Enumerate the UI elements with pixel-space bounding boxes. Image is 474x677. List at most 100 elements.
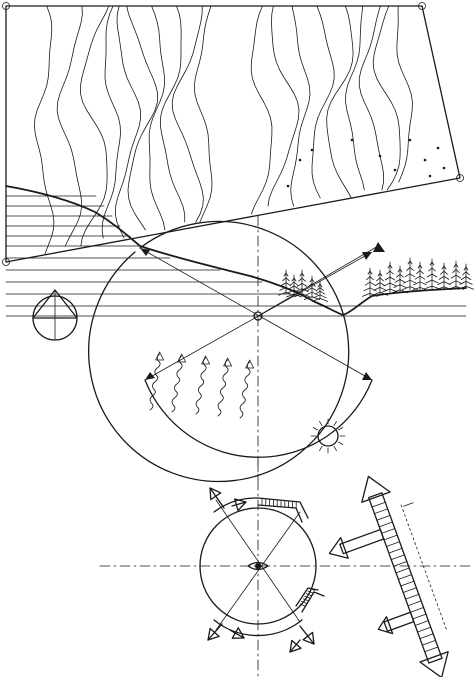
contour-line (358, 5, 384, 191)
tree-icon (458, 263, 474, 290)
vegetation-dot (393, 168, 397, 172)
arrowhead (140, 248, 150, 256)
contour-line (114, 5, 142, 239)
boundary-marker (418, 2, 426, 10)
wind-arrow (239, 361, 251, 419)
view-arrow (229, 627, 245, 639)
centre-point (253, 311, 263, 321)
wind-arrow (217, 359, 229, 417)
ladder-rung (388, 547, 403, 554)
ladder-rung (398, 574, 412, 580)
double-arrow-icon (419, 651, 449, 677)
view-arrow (231, 498, 247, 512)
vegetation-dot (442, 166, 446, 170)
ladder-rung (419, 633, 434, 639)
ladder-rung (386, 541, 401, 547)
contour-line (396, 5, 413, 183)
branch-arm (339, 528, 385, 555)
contour-line (101, 5, 121, 239)
vegetation-dot (378, 154, 382, 158)
view-arrow (299, 625, 315, 645)
vegetation-dot (408, 138, 412, 142)
boundary-marker (2, 258, 10, 266)
sun-wind-orientation (88, 215, 385, 483)
ladder-rung (421, 639, 436, 646)
ladder-rung (402, 587, 417, 593)
vegetation-dots (286, 138, 446, 188)
contour-line (372, 5, 401, 191)
vegetation-dot (298, 158, 302, 162)
contour-line (193, 5, 213, 223)
boundary-marker (2, 2, 10, 10)
branch-arrow (377, 616, 394, 635)
hatch-stroke (305, 593, 312, 596)
arrowhead (373, 242, 385, 252)
dotted-edge (400, 504, 447, 630)
tree-icon (382, 261, 398, 293)
tree-icon (278, 269, 294, 296)
ladder-rung (371, 501, 386, 508)
arrowhead (223, 357, 233, 367)
contour-line (56, 5, 83, 247)
hatch-stroke (309, 588, 316, 591)
arrowhead (177, 353, 187, 363)
tree-icon (448, 260, 464, 290)
hatched-wall (257, 497, 309, 523)
main-axis-band (368, 492, 443, 664)
view-arrows (207, 487, 315, 653)
eye-icon (247, 561, 269, 571)
hatch-stroke (307, 590, 314, 594)
contour-line (311, 5, 335, 199)
tree-icon (294, 269, 310, 298)
contour-line (267, 5, 300, 207)
tree-icon (304, 275, 320, 300)
view-arrow (289, 639, 302, 653)
tree-icon (392, 265, 408, 294)
ladder-rung (381, 528, 396, 534)
hatch-stroke (301, 601, 308, 604)
contour-line (34, 5, 55, 255)
contour-line (250, 5, 273, 215)
view-arc (213, 619, 303, 637)
hatched-wall (295, 587, 325, 613)
wind-arrow (195, 357, 207, 415)
wind-arrow (149, 353, 161, 411)
ladder-rung (407, 600, 422, 607)
vegetation-dot (428, 174, 432, 178)
tree-icon (362, 267, 378, 297)
sun-path-circle (88, 220, 350, 483)
ladder-rung (405, 593, 420, 600)
tree-icon (312, 280, 328, 302)
ladder-rung (424, 646, 439, 653)
contour-line (148, 5, 166, 231)
boundary-marker (456, 174, 464, 182)
arrowhead (362, 372, 372, 380)
sun-icon (310, 418, 346, 454)
hatch-stroke (299, 603, 306, 607)
arrowhead (362, 252, 372, 260)
vegetation-dot (350, 138, 354, 142)
contour-lines (34, 5, 413, 255)
view-arrow (209, 487, 225, 509)
terrain-section (5, 185, 474, 341)
ladder-rung (390, 554, 405, 561)
ladder-rung (383, 534, 398, 541)
vegetation-dot (286, 184, 290, 188)
view-circle (199, 507, 317, 625)
ladder-rung (414, 620, 429, 626)
cone-orientation-icon (32, 289, 78, 341)
contour-line (290, 5, 311, 207)
vegetation-dot (436, 146, 440, 150)
contour-line (126, 5, 159, 231)
contour-line (171, 5, 204, 223)
ladder-rung (378, 521, 393, 528)
arrowhead (201, 355, 211, 365)
hatch-stroke (302, 598, 309, 602)
view-orientation-circle (99, 459, 474, 677)
contour-line (160, 5, 186, 223)
ladder-rung (412, 613, 427, 620)
ground-profile (5, 185, 467, 316)
tree-icon (412, 261, 428, 291)
vegetation-dot (310, 148, 314, 152)
